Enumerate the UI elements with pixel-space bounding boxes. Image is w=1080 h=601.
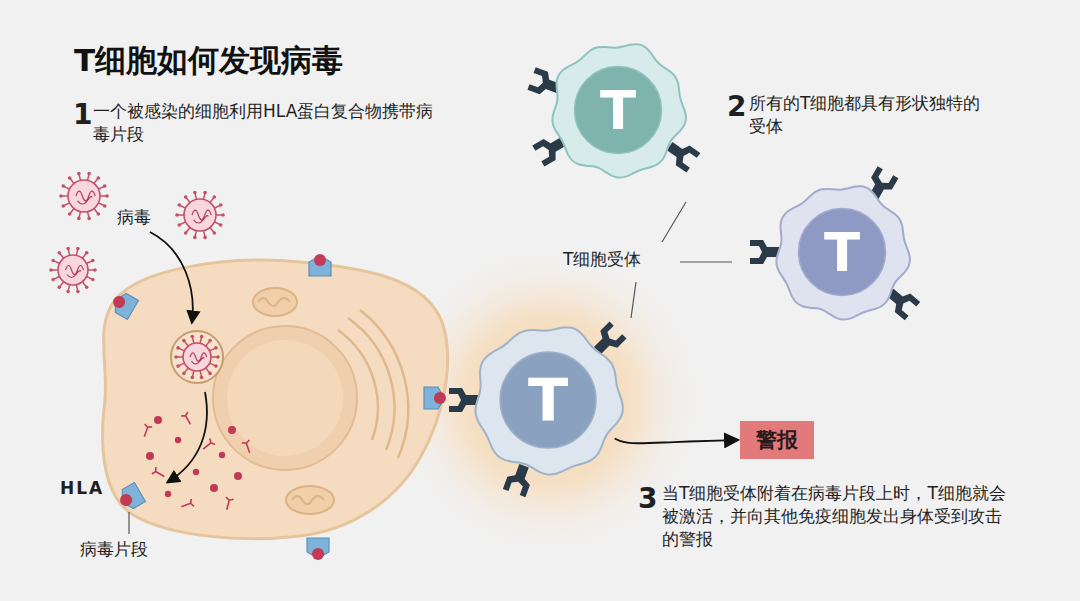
leader-lines: [129, 202, 732, 534]
infection-arrow: [150, 232, 193, 322]
diagram-title: T细胞如何发现病毒: [74, 40, 343, 82]
activation-glow: [388, 240, 708, 560]
cell-letter: T: [550, 42, 686, 178]
part-label: T细胞受体: [560, 248, 644, 271]
callout-number: 3: [638, 480, 657, 518]
infected-cell: [103, 260, 448, 538]
cell-nucleus: [213, 326, 357, 470]
callout-number: 1: [73, 96, 92, 134]
part-label: 病毒: [114, 206, 154, 229]
part-label: HLA: [60, 477, 104, 500]
alarm-text: 警报: [756, 428, 798, 452]
alarm-box: 警报: [740, 421, 814, 459]
activated-t-cell: T: [473, 325, 623, 475]
virus-fragments: [141, 412, 254, 511]
virus-particles: [49, 172, 225, 293]
hla-complexes: [108, 254, 446, 560]
part-label: 病毒片段: [80, 538, 148, 561]
virus-in-endosome: [174, 335, 220, 380]
t-cell: T: [774, 184, 910, 320]
step-text: 所有的T细胞都具有形状独特的受体: [749, 92, 981, 138]
step-text: 当T细胞受体附着在病毒片段上时，T细胞就会被激活，并向其他免疫细胞发出身体受到攻…: [662, 482, 1012, 551]
step-text: 一个被感染的细胞利用HLA蛋白复合物携带病毒片段: [93, 100, 438, 146]
endoplasmic-reticulum: [338, 310, 408, 458]
alarm-arrow: [615, 439, 737, 444]
cell-letter: T: [774, 184, 910, 320]
callout-number: 2: [727, 88, 746, 126]
mitochondria: [253, 288, 334, 514]
processing-arrow: [168, 392, 207, 482]
endosome: [171, 331, 223, 383]
cell-letter: T: [473, 325, 623, 475]
t-cell: T: [550, 42, 686, 178]
